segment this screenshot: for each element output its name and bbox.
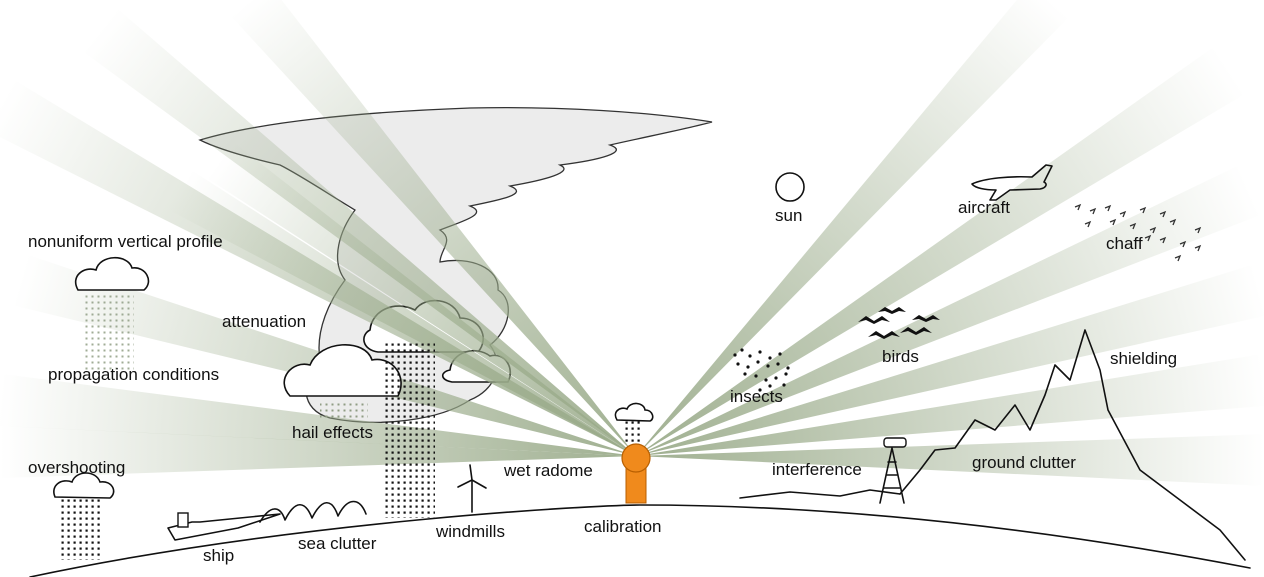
insect-dot bbox=[776, 362, 780, 366]
label-overshooting: overshooting bbox=[28, 458, 125, 477]
overshooting-rain bbox=[58, 498, 102, 560]
label-insects: insects bbox=[730, 387, 783, 406]
insect-dot bbox=[768, 356, 772, 360]
insect-dot bbox=[758, 350, 762, 354]
radar-tower bbox=[621, 443, 651, 504]
radar-beam bbox=[82, 8, 636, 457]
chaff-fragment bbox=[1194, 244, 1202, 252]
insect-dot bbox=[754, 374, 758, 378]
label-birds: birds bbox=[882, 347, 919, 366]
insect-dot bbox=[778, 352, 782, 356]
chaff-fragment bbox=[1129, 222, 1137, 230]
aircraft-icon bbox=[971, 164, 1053, 201]
radar-beam bbox=[636, 165, 1261, 456]
label-attenuation: attenuation bbox=[222, 312, 306, 331]
interference-tower-icon bbox=[879, 437, 907, 504]
insects-swarm bbox=[733, 348, 790, 392]
low-terrain bbox=[739, 489, 901, 499]
chaff-fragment bbox=[1159, 236, 1167, 244]
label-calibration: calibration bbox=[584, 517, 662, 536]
label-propagation-conditions: propagation conditions bbox=[48, 365, 219, 384]
insect-dot bbox=[766, 364, 770, 368]
heavy-rain-column bbox=[383, 343, 435, 518]
chaff-fragment bbox=[1174, 254, 1182, 262]
radar-beam bbox=[636, 46, 1246, 456]
radar-beam bbox=[636, 354, 1264, 456]
windmill-icon bbox=[457, 464, 487, 513]
ship-icon bbox=[167, 512, 281, 541]
sun-icon bbox=[775, 172, 805, 202]
chaff-fragment bbox=[1119, 210, 1127, 218]
label-shielding: shielding bbox=[1110, 349, 1177, 368]
overshooting-cloud bbox=[53, 472, 115, 499]
hail-shaft bbox=[320, 400, 368, 420]
chaff-fragment bbox=[1179, 240, 1187, 248]
label-ship: ship bbox=[203, 546, 234, 565]
chaff-fragment bbox=[1169, 218, 1177, 226]
radome-rain bbox=[622, 420, 640, 444]
insect-dot bbox=[740, 348, 744, 352]
insect-dot bbox=[758, 388, 762, 392]
radar-beam bbox=[230, 0, 636, 456]
insect-dot bbox=[748, 354, 752, 358]
label-interference: interference bbox=[772, 460, 862, 479]
insect-dot bbox=[743, 372, 747, 376]
radar-beam bbox=[636, 264, 1264, 456]
mountain-range bbox=[899, 329, 1246, 561]
label-aircraft: aircraft bbox=[958, 198, 1010, 217]
chaff-particles bbox=[1074, 203, 1202, 262]
chaff-fragment bbox=[1144, 234, 1152, 242]
insect-dot bbox=[768, 384, 772, 388]
radar-beams bbox=[0, 0, 1264, 486]
insect-dot bbox=[733, 353, 737, 357]
label-nonuniform-vertical-profile: nonuniform vertical profile bbox=[28, 232, 223, 251]
radar-beam bbox=[636, 434, 1264, 486]
chaff-fragment bbox=[1139, 206, 1147, 214]
insect-dot bbox=[756, 360, 760, 364]
radar-beam bbox=[636, 0, 1069, 456]
label-sun: sun bbox=[775, 206, 802, 225]
insect-dot bbox=[784, 372, 788, 376]
chaff-fragment bbox=[1109, 218, 1117, 226]
chaff-fragment bbox=[1084, 220, 1092, 228]
chaff-fragment bbox=[1104, 204, 1112, 212]
insect-dot bbox=[736, 362, 740, 366]
sea-waves bbox=[259, 500, 367, 523]
chaff-fragment bbox=[1159, 210, 1167, 218]
insect-dot bbox=[782, 383, 786, 387]
label-wet-radome: wet radome bbox=[503, 461, 593, 480]
insect-dot bbox=[786, 366, 790, 370]
label-ground-clutter: ground clutter bbox=[972, 453, 1076, 472]
chaff-fragment bbox=[1089, 207, 1097, 215]
chaff-fragment bbox=[1149, 226, 1157, 234]
insect-dot bbox=[764, 378, 768, 382]
label-chaff: chaff bbox=[1106, 234, 1143, 253]
radar-beam bbox=[168, 170, 636, 456]
ground-curve bbox=[29, 504, 1251, 577]
label-hail-effects: hail effects bbox=[292, 423, 373, 442]
label-sea-clutter: sea clutter bbox=[298, 534, 377, 553]
chaff-fragment bbox=[1074, 203, 1082, 211]
birds-icon bbox=[858, 307, 940, 339]
insect-dot bbox=[774, 376, 778, 380]
radome-cloud bbox=[614, 402, 654, 422]
radar-beam bbox=[0, 373, 636, 456]
nonuniform-cloud bbox=[74, 256, 150, 291]
radar-beam bbox=[0, 425, 636, 479]
nonuniform-rain bbox=[84, 294, 134, 372]
label-windmills: windmills bbox=[435, 522, 505, 541]
chaff-fragment bbox=[1194, 226, 1202, 234]
insect-dot bbox=[746, 365, 750, 369]
